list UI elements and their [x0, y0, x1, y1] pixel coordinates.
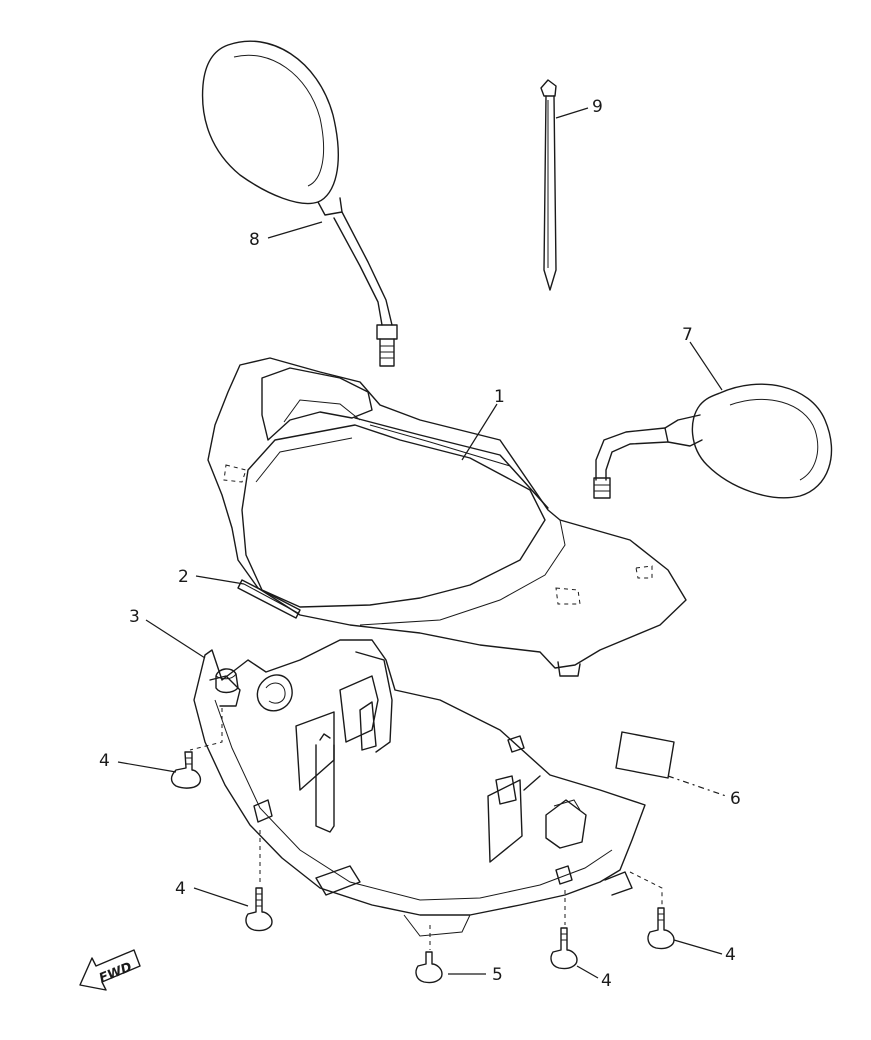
- right-mirror: [593, 383, 833, 499]
- callout-7: 7: [682, 325, 693, 345]
- cable-tie: [540, 79, 557, 291]
- screw-lower-left: [245, 830, 273, 932]
- screw-lower-right: [550, 890, 578, 970]
- callout-2: 2: [178, 567, 189, 587]
- callout-1: 1: [494, 387, 505, 407]
- screw-left: [170, 708, 223, 789]
- callout-9: 9: [592, 97, 603, 117]
- left-mirror: [201, 40, 398, 367]
- callout-3: 3: [129, 607, 140, 627]
- upper-handlebar-cover: [207, 357, 687, 677]
- screw-center: [415, 925, 443, 984]
- callout-4-lower-left: 4: [175, 879, 186, 899]
- label-plate: [615, 731, 675, 779]
- trim-strip: [237, 579, 301, 619]
- grommet: [215, 668, 239, 694]
- callout-4-lower-right: 4: [601, 971, 612, 991]
- callout-4-left: 4: [99, 751, 110, 771]
- callout-4-right: 4: [725, 945, 736, 965]
- callout-labels: 9 8 7 1 2 3 4 6 4 5 4 4: [99, 97, 741, 991]
- screw-right: [629, 871, 675, 950]
- forward-direction-arrow: FWD: [79, 949, 141, 991]
- lower-handlebar-cover: [193, 639, 646, 937]
- leader-lines: [117, 107, 727, 979]
- callout-8: 8: [249, 230, 260, 250]
- callout-5: 5: [492, 965, 503, 985]
- callout-6: 6: [730, 789, 741, 809]
